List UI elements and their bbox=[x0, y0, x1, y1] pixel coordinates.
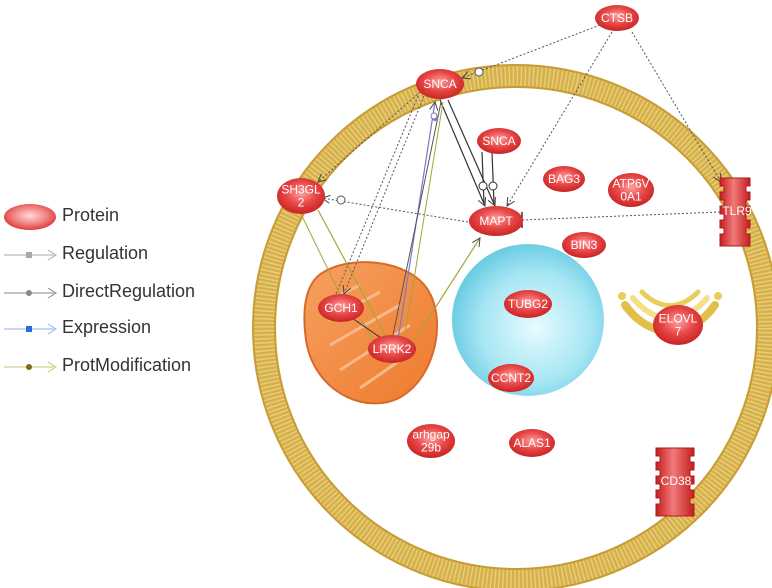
edge-lrrk2-gch1-2 bbox=[351, 317, 385, 341]
protein-ellipse-icon bbox=[543, 166, 585, 192]
edge-lrrk2-snca-2 bbox=[391, 101, 442, 341]
protein-node-cd38[interactable]: CD38 bbox=[661, 474, 692, 488]
protein-ellipse-icon bbox=[509, 429, 555, 457]
legend-item-direct-regulation: DirectRegulation bbox=[0, 279, 240, 309]
edge-lrrk2-gch1 bbox=[361, 319, 376, 345]
protein-node-alas1[interactable]: ALAS1 bbox=[509, 429, 555, 457]
protein-label: 29b bbox=[421, 441, 441, 455]
protein-label: CD38 bbox=[661, 474, 692, 488]
protein-ellipse-icon bbox=[608, 173, 654, 207]
protein-node-snca-top[interactable]: SNCA bbox=[416, 69, 464, 99]
edge-snca-inner-mapt bbox=[481, 151, 485, 205]
protein-ellipse-icon bbox=[469, 206, 523, 236]
protein-ellipse-icon bbox=[318, 294, 364, 322]
mitochondrion bbox=[303, 261, 438, 405]
receptor-tlr9 bbox=[719, 177, 751, 247]
protein-label: 7 bbox=[675, 325, 682, 339]
nucleus bbox=[452, 244, 604, 396]
legend-label-direct-regulation: DirectRegulation bbox=[62, 281, 196, 301]
receptor-cd38 bbox=[655, 447, 695, 517]
legend-label-expression: Expression bbox=[62, 317, 152, 337]
protein-label: ELOVL bbox=[659, 312, 698, 326]
edge-snca-gch1 bbox=[344, 95, 425, 294]
edge-ctsb-mapt bbox=[507, 31, 613, 206]
edge-marker bbox=[474, 67, 484, 77]
protein-ellipse-icon bbox=[504, 290, 552, 318]
protein-node-ctsb[interactable]: CTSB bbox=[595, 5, 639, 31]
protein-node-bag3[interactable]: BAG3 bbox=[543, 166, 585, 192]
edge-ctsb-snca bbox=[462, 24, 601, 78]
protein-ellipse-icon bbox=[595, 5, 639, 31]
protein-ellipse-icon bbox=[416, 69, 464, 99]
expression-arrow-icon bbox=[4, 323, 57, 335]
protein-ellipse-icon bbox=[407, 424, 455, 458]
protein-node-gch1[interactable]: GCH1 bbox=[318, 294, 364, 322]
edge-snca-inner-mapt-2 bbox=[491, 151, 495, 205]
legend-label-protein: Protein bbox=[62, 205, 120, 225]
cell-membrane bbox=[252, 64, 772, 588]
protein-node-mapt[interactable]: MAPT bbox=[469, 206, 523, 236]
edge-lrrk2-snca-3 bbox=[403, 101, 444, 341]
legend-label-regulation: Regulation bbox=[62, 243, 149, 263]
protein-ellipse-icon bbox=[562, 232, 606, 258]
protein-node-lrrk2[interactable]: LRRK2 bbox=[368, 335, 416, 363]
protein-label: BIN3 bbox=[571, 238, 598, 252]
protein-label: SH3GL bbox=[281, 183, 321, 197]
protmodification-arrow-icon bbox=[4, 361, 57, 373]
edge-mapt-sh3gl2 bbox=[322, 198, 469, 223]
protein-node-bin3[interactable]: BIN3 bbox=[562, 232, 606, 258]
edge-tlr9-mapt bbox=[521, 211, 721, 221]
protein-label: SNCA bbox=[482, 134, 515, 148]
protein-ellipse-icon bbox=[653, 305, 703, 345]
protein-label: 0A1 bbox=[620, 190, 642, 204]
protein-label: ATP6V bbox=[612, 177, 649, 191]
legend-item-protmodification: ProtModification bbox=[0, 353, 240, 383]
protein-label: 2 bbox=[298, 196, 305, 210]
direct-regulation-arrow-icon bbox=[4, 287, 57, 299]
regulation-arrow-icon bbox=[4, 249, 57, 261]
protein-label: ALAS1 bbox=[513, 436, 551, 450]
protein-ellipse-icon bbox=[277, 178, 325, 214]
protein-label: GCH1 bbox=[324, 301, 358, 315]
protein-label: SNCA bbox=[423, 77, 456, 91]
edge-lrrk2-mapt bbox=[411, 238, 480, 345]
protein-ellipse-icon bbox=[477, 128, 521, 154]
edge-sh3gl2-gch1 bbox=[299, 211, 341, 295]
protein-node-tlr9[interactable]: TLR9 bbox=[722, 204, 752, 218]
legend-item-protein: Protein bbox=[0, 203, 240, 233]
edges bbox=[299, 24, 721, 345]
edge-lrrk2-sh3gl2 bbox=[317, 209, 391, 345]
protein-label: CCNT2 bbox=[491, 371, 531, 385]
protein-label: CTSB bbox=[601, 11, 633, 25]
edge-snca-sh3gl2 bbox=[318, 91, 421, 182]
protein-label: MAPT bbox=[479, 214, 513, 228]
protein-label: BAG3 bbox=[548, 172, 580, 186]
protein-node-tubg2[interactable]: TUBG2 bbox=[504, 290, 552, 318]
protein-label: TLR9 bbox=[722, 204, 752, 218]
edge-snca-mapt-2 bbox=[439, 99, 485, 206]
edge-snca-mapt bbox=[447, 99, 495, 206]
protein-ellipse-icon bbox=[4, 204, 56, 230]
edge-ctsb-tlr9 bbox=[631, 31, 721, 182]
protein-label: LRRK2 bbox=[373, 342, 412, 356]
legend-item-regulation: Regulation bbox=[0, 241, 240, 271]
protein-ellipse-icon bbox=[368, 335, 416, 363]
legend: Protein Regulation DirectRegulation Expr… bbox=[0, 195, 240, 395]
legend-item-expression: Expression bbox=[0, 315, 240, 345]
protein-label: arhgap bbox=[412, 428, 450, 442]
legend-label-protmodification: ProtModification bbox=[62, 355, 192, 375]
protein-ellipse-icon bbox=[488, 364, 534, 392]
protein-label: TUBG2 bbox=[508, 297, 548, 311]
protein-node-snca-inner[interactable]: SNCA bbox=[477, 128, 521, 154]
protein-node-ccnt2[interactable]: CCNT2 bbox=[488, 364, 534, 392]
